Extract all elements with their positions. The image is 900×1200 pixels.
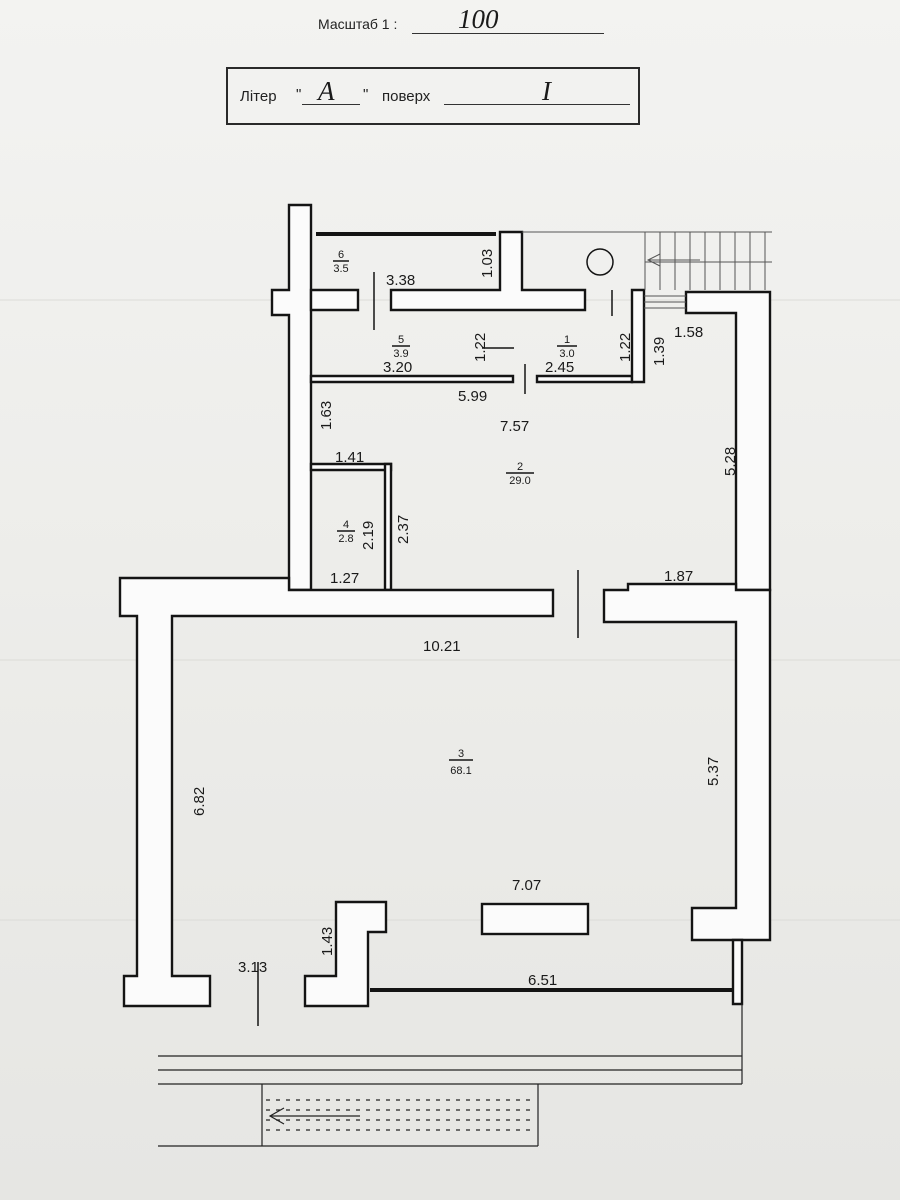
wall-under-5-1 — [309, 374, 515, 384]
door-markers — [257, 272, 579, 1026]
dim-1-39: 1.39 — [651, 337, 668, 366]
wall-middle-left — [118, 576, 555, 1008]
dim-5-28: 5.28 — [722, 447, 739, 476]
liter-floor-box — [226, 67, 640, 125]
column-room3 — [480, 902, 590, 936]
top-stairs — [522, 231, 772, 309]
room-5-number: 5 — [398, 334, 404, 346]
dim-3-20: 3.20 — [383, 359, 412, 376]
dim-5-37: 5.37 — [705, 757, 722, 786]
wall-5-1-top — [389, 230, 587, 312]
dim-2-19: 2.19 — [360, 521, 377, 550]
floor-underline — [444, 104, 630, 105]
liter-label: Літер — [240, 88, 277, 105]
wall-bottom-jog — [303, 900, 388, 1008]
liter-close-quote: " — [363, 86, 369, 103]
dim-1-41: 1.41 — [335, 449, 364, 466]
wall-6-5 — [309, 288, 360, 312]
dim-3-38: 3.38 — [386, 272, 415, 289]
wall-under-1 — [535, 374, 634, 384]
liter-underline — [302, 104, 360, 105]
room-5-area: 3.9 — [393, 348, 408, 360]
dim-10-21: 10.21 — [423, 638, 461, 655]
round-fixture — [586, 248, 614, 276]
dim-1-63: 1.63 — [318, 401, 335, 430]
room-1-area: 3.0 — [559, 348, 574, 360]
wall-upper-left — [270, 203, 313, 592]
dim-1-22-right: 1.22 — [617, 333, 634, 362]
dim-7-57: 7.57 — [500, 418, 529, 435]
dim-1-22-left: 1.22 — [472, 333, 489, 362]
wall-stair-left — [630, 288, 646, 384]
dim-2-37: 2.37 — [395, 515, 412, 544]
room-3-area: 68.1 — [450, 765, 471, 777]
dim-1-27: 1.27 — [330, 570, 359, 587]
liter-value: А — [318, 76, 335, 106]
room-4-number: 4 — [343, 519, 349, 531]
dim-3-13: 3.13 — [238, 959, 267, 976]
room-2-area: 29.0 — [509, 475, 530, 487]
dim-1-43: 1.43 — [319, 927, 336, 956]
room-3-number: 3 — [458, 748, 464, 760]
dim-7-07: 7.07 — [512, 877, 541, 894]
floor-label: поверх — [382, 88, 431, 105]
dim-6-82: 6.82 — [191, 787, 208, 816]
wall-bottom-right — [731, 938, 744, 1006]
wall-room4-right — [383, 462, 393, 592]
dim-1-58: 1.58 — [674, 324, 703, 341]
dim-2-45: 2.45 — [545, 359, 574, 376]
liter-open-quote: " — [296, 86, 302, 103]
room-6-number: 6 — [338, 249, 344, 261]
room-4-area: 2.8 — [338, 533, 353, 545]
scale-underline — [412, 33, 604, 34]
scale-label: Масштаб 1 : — [318, 16, 398, 32]
dim-6-51: 6.51 — [528, 972, 557, 989]
room-2-number: 2 — [517, 461, 523, 473]
floor-value: І — [542, 76, 551, 106]
dim-5-99: 5.99 — [458, 388, 487, 405]
wall-middle-right — [602, 582, 772, 942]
room-6-area: 3.5 — [333, 263, 348, 275]
bottom-ramp — [158, 1004, 743, 1147]
walls — [118, 203, 772, 1008]
scale-value: 100 — [458, 4, 499, 34]
dimension-labels: 3.38 1.03 1.22 1.22 1.39 1.58 3.20 2.45 … — [191, 249, 739, 989]
dim-1-87: 1.87 — [664, 568, 693, 585]
room-1-number: 1 — [564, 334, 570, 346]
room-labels: 6 3.5 5 3.9 1 3.0 2 29.0 4 2.8 3 68.1 — [333, 249, 577, 777]
dim-1-03: 1.03 — [479, 249, 496, 278]
